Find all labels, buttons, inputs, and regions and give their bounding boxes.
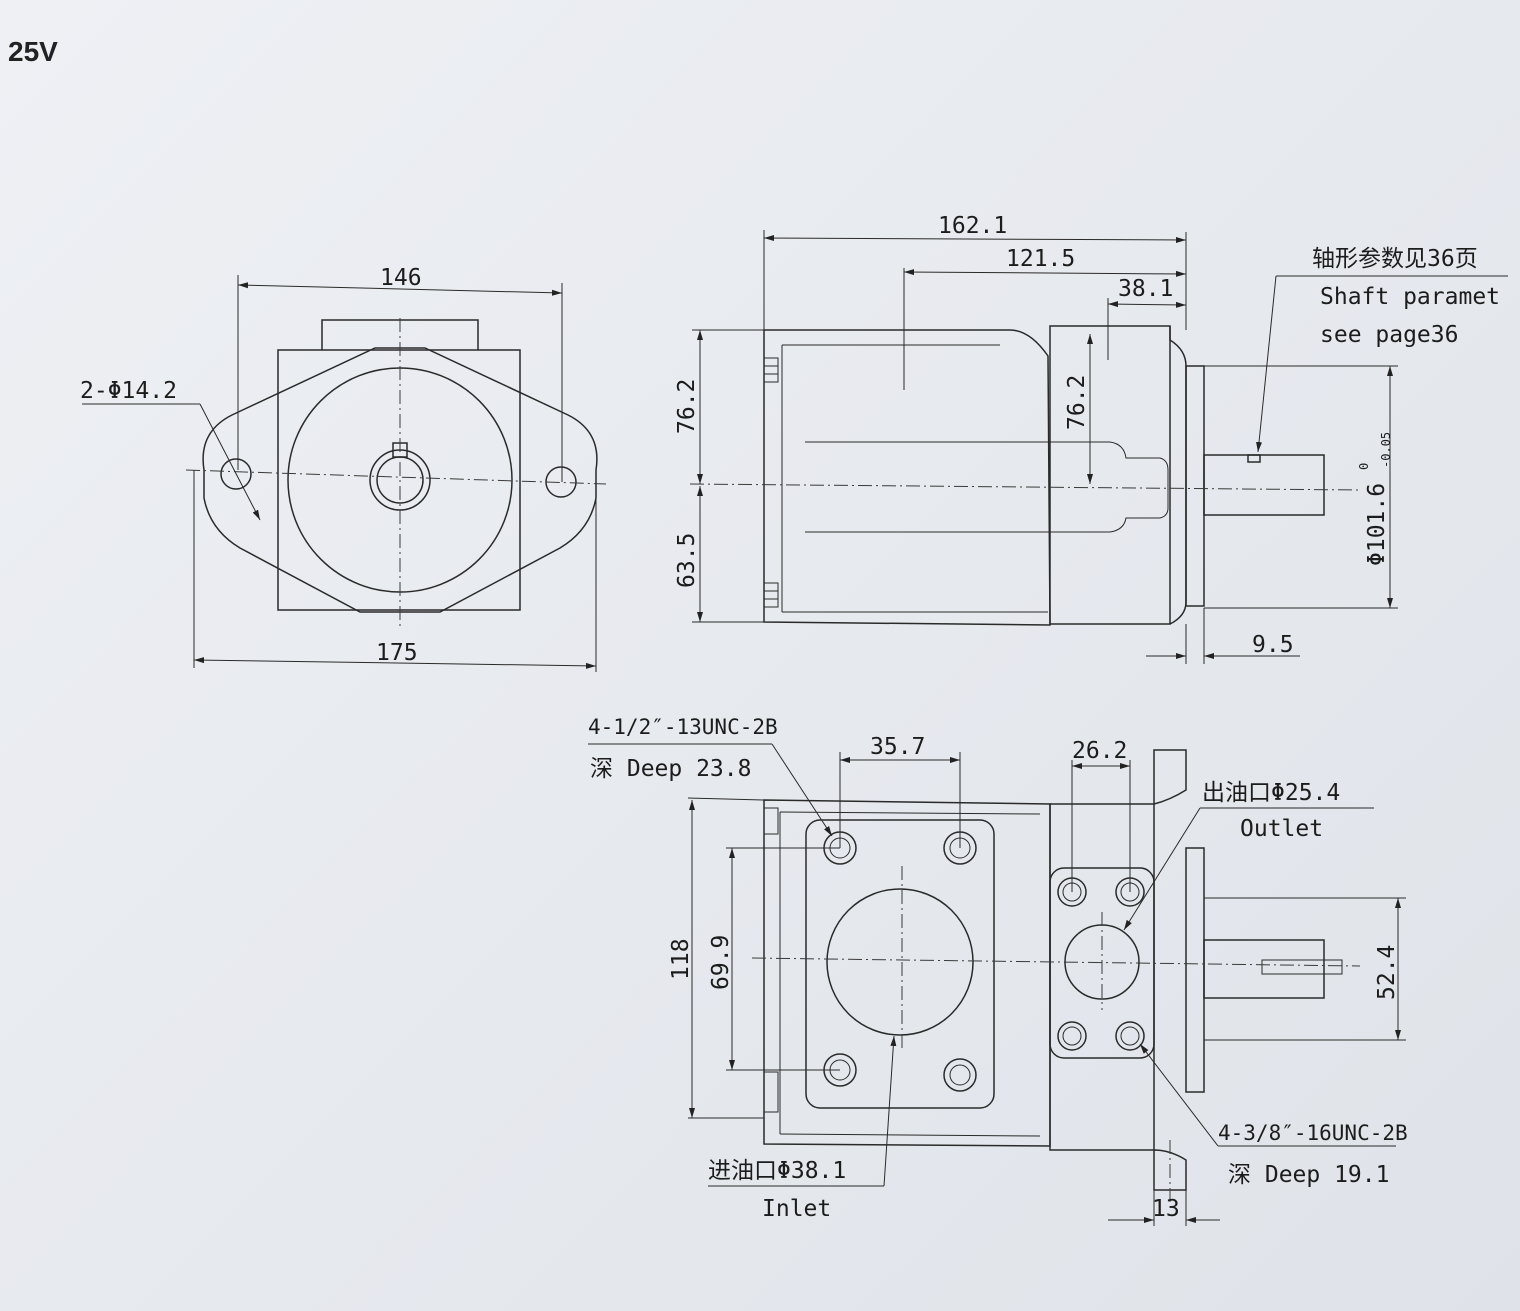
dim-38: 38.1 <box>1118 276 1173 302</box>
mounting-flange <box>202 347 598 613</box>
dim-101: Φ101.6 <box>1364 483 1390 566</box>
dim-line-162 <box>763 235 1187 243</box>
shaft-note-cn: 轴形参数见36页 <box>1312 246 1478 272</box>
dim-line-121 <box>903 269 1187 277</box>
port-pilot-boss <box>1185 847 1205 1093</box>
side-view: 162.1 121.5 38.1 76.2 63.5 76.2 Φ101.6 <box>674 213 1508 664</box>
side-flange-plate <box>1049 325 1171 625</box>
dim-76-left: 76.2 <box>674 379 700 434</box>
dim-118: 118 <box>668 938 694 980</box>
outlet-thread-depth: 深 Deep 19.1 <box>1228 1162 1389 1188</box>
hole-callout: 2-Φ14.2 <box>80 378 177 404</box>
hole-leader <box>199 403 261 521</box>
dim-13: 13 <box>1152 1196 1180 1222</box>
inlet-label-en: Inlet <box>762 1196 831 1222</box>
dim-146: 146 <box>380 265 422 291</box>
inlet-thread-spec: 4-1/2″-13UNC-2B <box>588 715 778 739</box>
outlet-thread-leader <box>1139 1043 1219 1147</box>
model-title: 25V <box>8 36 58 67</box>
outlet-label: 出油口Φ25.4 <box>1202 780 1340 806</box>
dim-175: 175 <box>376 640 418 666</box>
side-flange-edge <box>1169 326 1187 625</box>
front-centerline-h <box>185 469 607 485</box>
dim-line-175 <box>193 657 597 669</box>
port-body-outline <box>763 799 1051 1147</box>
tol-upper: 0 <box>1357 463 1371 470</box>
dim-63: 63.5 <box>674 533 700 588</box>
inlet-thread-depth: 深 Deep 23.8 <box>590 756 751 782</box>
front-body-outline <box>277 349 521 611</box>
pilot-boss <box>1185 365 1205 607</box>
shaft-note-page: see page36 <box>1320 322 1458 348</box>
inlet-thread-leader <box>771 743 833 837</box>
inlet-port <box>826 888 974 1036</box>
dim-162: 162.1 <box>938 213 1007 239</box>
port-view: 118 69.9 35.7 26.2 52.4 <box>588 715 1408 1226</box>
dim-line-146 <box>237 282 563 296</box>
outlet-label-en: Outlet <box>1240 816 1323 842</box>
inlet-port-face <box>805 819 995 1109</box>
dim-line-38 <box>1107 301 1187 308</box>
inlet-label: 进油口Φ38.1 <box>708 1158 846 1184</box>
port-centerline-h <box>751 957 1361 967</box>
mount-hole-left <box>220 458 252 490</box>
dim-52: 52.4 <box>1374 945 1400 1000</box>
output-shaft <box>1203 454 1325 516</box>
dim-35: 35.7 <box>870 734 925 760</box>
shaft-note-en: Shaft paramet <box>1320 284 1500 310</box>
side-centerline <box>689 483 1361 491</box>
front-view: 146 175 2-Φ14.2 <box>80 265 607 672</box>
outlet-leader <box>1123 807 1201 931</box>
dim-76-right: 76.2 <box>1064 375 1090 430</box>
side-internal-cavity <box>805 441 1169 533</box>
dim-69: 69.9 <box>708 935 734 990</box>
outlet-thread-spec: 4-3/8″-16UNC-2B <box>1218 1121 1408 1145</box>
shaft-keyway <box>1247 454 1261 463</box>
inlet-leader <box>883 1035 897 1187</box>
shaft-note-leader <box>1256 275 1277 453</box>
tol-lower: -0.05 <box>1379 432 1393 468</box>
dim-26: 26.2 <box>1072 738 1127 764</box>
dim-121: 121.5 <box>1006 246 1075 272</box>
side-body-outline <box>763 329 1051 626</box>
port-shaft <box>1203 939 1325 999</box>
port-flange-block <box>1049 803 1155 1151</box>
dim-9: 9.5 <box>1252 632 1294 658</box>
